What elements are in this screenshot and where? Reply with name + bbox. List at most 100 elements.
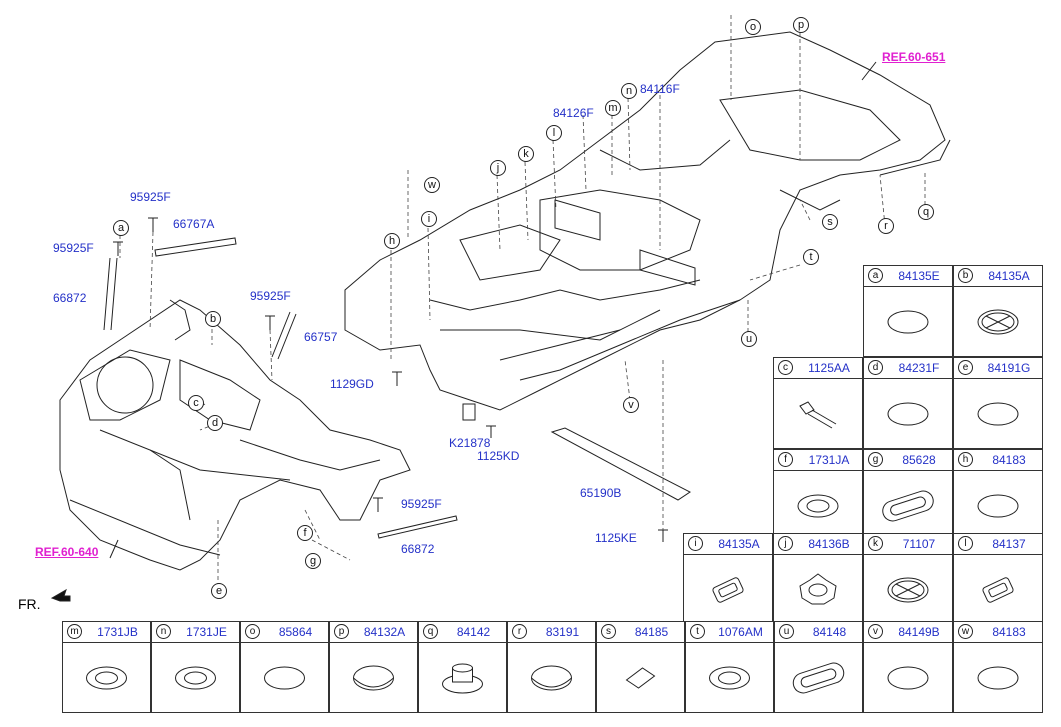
callout-a[interactable]: a [113, 220, 129, 236]
star-plug-icon [799, 573, 837, 605]
legend-letter: e [958, 360, 973, 375]
part-k21878-label[interactable]: K21878 [449, 436, 491, 450]
legend-part-number: 1731JE [186, 625, 227, 639]
legend-cell-n[interactable]: n 1731JE [151, 621, 240, 713]
part-95925f-label[interactable]: 95925F [250, 289, 291, 303]
legend-cell-e[interactable]: e 84191G [953, 357, 1043, 449]
callout-l[interactable]: l [546, 125, 562, 141]
legend-cell-g[interactable]: g 85628 [863, 449, 953, 541]
legend-cell-h[interactable]: h 84183 [953, 449, 1043, 541]
legend-cell-s[interactable]: s 84185 [596, 621, 685, 713]
legend-cell-header: v 84149B [864, 622, 952, 643]
legend-letter: c [778, 360, 793, 375]
legend-part-number: 83191 [545, 625, 580, 639]
callout-m[interactable]: m [605, 100, 621, 116]
bolt-1125ke [658, 529, 668, 542]
legend-cell-o[interactable]: o 85864 [240, 621, 329, 713]
legend-letter: u [779, 624, 794, 639]
legend-letter: w [958, 624, 973, 639]
callout-h[interactable]: h [384, 233, 400, 249]
ring-grommet-icon [797, 494, 839, 518]
part-95925f-label[interactable]: 95925F [53, 241, 94, 255]
part-84116f-label[interactable]: 84116F [640, 82, 680, 96]
part-1129gd-label[interactable]: 1129GD [330, 377, 374, 391]
legend-cell-f[interactable]: f 1731JA [773, 449, 863, 541]
part-65190b-label[interactable]: 65190B [580, 486, 622, 500]
callout-e[interactable]: e [211, 583, 227, 599]
part-84126f-label[interactable]: 84126F [553, 106, 594, 120]
callout-j[interactable]: j [490, 160, 506, 176]
callout-b[interactable]: b [205, 311, 221, 327]
callout-i[interactable]: i [421, 211, 437, 227]
legend-cell-v[interactable]: v 84149B [863, 621, 953, 713]
legend-letter: n [156, 624, 171, 639]
legend-part-number: 84135E [898, 269, 940, 283]
callout-o[interactable]: o [745, 19, 761, 35]
round-flat-plug-icon [977, 494, 1019, 518]
callout-s[interactable]: s [822, 214, 838, 230]
part-1125kd-label[interactable]: 1125KD [477, 449, 520, 463]
legend-part-number: 71107 [902, 537, 936, 551]
callout-q[interactable]: q [918, 204, 934, 220]
legend-cell-header: m 1731JB [63, 622, 150, 643]
legend-cell-p[interactable]: p 84132A [329, 621, 418, 713]
part-1125ke-label[interactable]: 1125KE [595, 531, 637, 545]
ring-grommet-icon [86, 666, 127, 690]
legend-cell-header: b 84135A [954, 266, 1042, 287]
part-66872-label[interactable]: 66872 [401, 542, 435, 556]
part-66757-label[interactable]: 66757 [304, 330, 338, 344]
rear-floor-panel [344, 31, 951, 411]
callout-p[interactable]: p [793, 17, 809, 33]
callout-v[interactable]: v [623, 397, 639, 413]
legend-cell-c[interactable]: c 1125AA [773, 357, 863, 449]
legend-cell-header: r 83191 [508, 622, 595, 643]
bracket-66767a [154, 237, 237, 257]
callout-r[interactable]: r [878, 218, 894, 234]
legend-cell-j[interactable]: j 84136B [773, 533, 863, 625]
legend-cell-header: c 1125AA [774, 358, 862, 379]
ref-60-640-label[interactable]: REF.60-640 [35, 545, 99, 559]
bolt-1129gd [392, 371, 402, 386]
legend-cell-header: w 84183 [954, 622, 1042, 643]
legend-cell-u[interactable]: u 84148 [774, 621, 863, 713]
ref-60-651-label[interactable]: REF.60-651 [882, 50, 946, 64]
legend-cell-header: p 84132A [330, 622, 417, 643]
legend-cell-header: t 1076AM [686, 622, 773, 643]
legend-part-number: 85628 [902, 453, 936, 467]
callout-d[interactable]: d [207, 415, 223, 431]
legend-cell-i[interactable]: i 84135A [683, 533, 773, 625]
legend-letter: m [67, 624, 82, 639]
callout-c[interactable]: c [188, 395, 204, 411]
legend-cell-t[interactable]: t 1076AM [685, 621, 774, 713]
legend-cell-d[interactable]: d 84231F [863, 357, 953, 449]
legend-cell-q[interactable]: q 84142 [418, 621, 507, 713]
legend-cell-k[interactable]: k 71107 [863, 533, 953, 625]
legend-part-number: 84185 [634, 625, 669, 639]
callout-k[interactable]: k [518, 146, 534, 162]
legend-cell-w[interactable]: w 84183 [953, 621, 1043, 713]
callout-f[interactable]: f [297, 525, 313, 541]
legend-cell-l[interactable]: l 84137 [953, 533, 1043, 625]
legend-cell-m[interactable]: m 1731JB [62, 621, 151, 713]
callout-t[interactable]: t [803, 249, 819, 265]
legend-part-number: 1731JB [97, 625, 138, 639]
part-95925f-label[interactable]: 95925F [130, 190, 171, 204]
callout-w[interactable]: w [424, 177, 440, 193]
callout-g[interactable]: g [305, 553, 321, 569]
legend-part-number: 1076AM [718, 625, 763, 639]
legend-cell-r[interactable]: r 83191 [507, 621, 596, 713]
part-95925f-label[interactable]: 95925F [401, 497, 442, 511]
callout-u[interactable]: u [741, 331, 757, 347]
legend-part-number: 84137 [992, 537, 1026, 551]
part-66872-label[interactable]: 66872 [53, 291, 87, 305]
part-66767a-label[interactable]: 66767A [173, 217, 215, 231]
rod-66757 [271, 311, 297, 360]
legend-cell-header: l 84137 [954, 534, 1042, 555]
legend-cell-a[interactable]: a 84135E [863, 265, 953, 357]
legend-cell-b[interactable]: b 84135A [953, 265, 1043, 357]
legend-letter: v [868, 624, 883, 639]
legend-cell-header: j 84136B [774, 534, 862, 555]
callout-n[interactable]: n [621, 83, 637, 99]
ring-grommet-icon [175, 666, 216, 690]
